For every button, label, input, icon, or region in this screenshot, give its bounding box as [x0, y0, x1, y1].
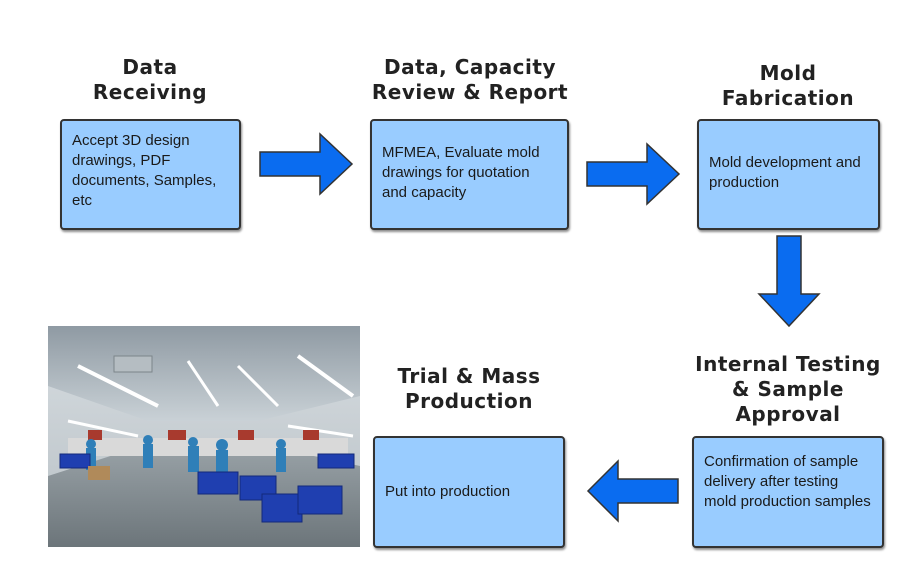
step-1-text: Accept 3D design drawings, PDF documents… [72, 132, 217, 209]
step-3-box: Mold development and production [697, 119, 880, 230]
step-1-title: Data Receiving [92, 55, 208, 104]
step-5-box: Put into production [373, 436, 565, 548]
step-4-box: Confirmation of sample delivery after te… [692, 436, 884, 548]
step-3-title: Mold Fabrication [721, 61, 855, 110]
step-5-text: Put into production [385, 483, 511, 500]
step-4-text: Confirmation of sample delivery after te… [704, 453, 871, 510]
arrow-right-icon [586, 142, 681, 206]
arrow-right-icon [259, 132, 354, 196]
step-4-title: Internal Testing & Sample Approval [695, 352, 881, 426]
step-2-text: MFMEA, Evaluate mold drawings for quotat… [382, 144, 540, 201]
step-2-box: MFMEA, Evaluate mold drawings for quotat… [370, 119, 569, 230]
arrow-down-icon [757, 235, 821, 328]
step-3-text: Mold development and production [709, 154, 861, 191]
step-5-title: Trial & Mass Production [397, 364, 541, 413]
factory-photo [48, 326, 360, 547]
step-1-box: Accept 3D design drawings, PDF documents… [60, 119, 241, 230]
arrow-left-icon [586, 459, 679, 523]
step-2-title: Data, Capacity Review & Report [371, 55, 569, 104]
